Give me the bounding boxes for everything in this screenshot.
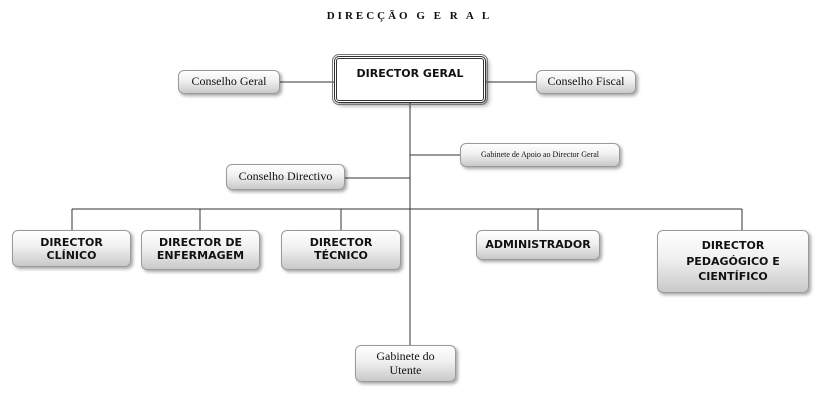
node-gabinete-apoio-label: Gabinete de Apoio ao Director Geral [481,150,599,160]
node-director-geral-label: DIRECTOR GERAL [356,67,464,80]
node-director-tecnico: DIRECTOR TÉCNICO [281,230,401,270]
node-director-pedagogico: DIRECTOR PEDAGÓGICO E CIENTÍFICO [657,230,809,293]
node-director-geral: DIRECTOR GERAL [332,54,488,105]
node-gabinete-utente: Gabinete do Utente [355,345,456,382]
chart-title: DIRECÇÃO G E R A L [326,10,493,22]
node-gabinete-utente-label: Gabinete do Utente [376,348,435,377]
node-conselho-fiscal-label: Conselho Fiscal [547,74,625,89]
node-conselho-fiscal: Conselho Fiscal [536,70,636,94]
node-administrador-label: ADMINISTRADOR [485,237,591,251]
node-director-clinico-label: DIRECTOR CLÍNICO [40,236,103,262]
node-conselho-directivo-label: Conselho Directivo [238,169,333,184]
node-administrador: ADMINISTRADOR [476,230,600,260]
node-director-tecnico-label: DIRECTOR TÉCNICO [309,236,373,262]
node-director-enfermagem: DIRECTOR DE ENFERMAGEM [141,230,260,270]
node-director-clinico: DIRECTOR CLÍNICO [12,230,131,267]
node-director-pedagogico-label: DIRECTOR PEDAGÓGICO E CIENTÍFICO [686,239,780,284]
node-conselho-directivo: Conselho Directivo [226,164,345,190]
node-gabinete-apoio: Gabinete de Apoio ao Director Geral [460,143,620,167]
node-director-enfermagem-label: DIRECTOR DE ENFERMAGEM [156,236,245,262]
node-conselho-geral-label: Conselho Geral [191,74,267,89]
node-conselho-geral: Conselho Geral [178,70,280,94]
